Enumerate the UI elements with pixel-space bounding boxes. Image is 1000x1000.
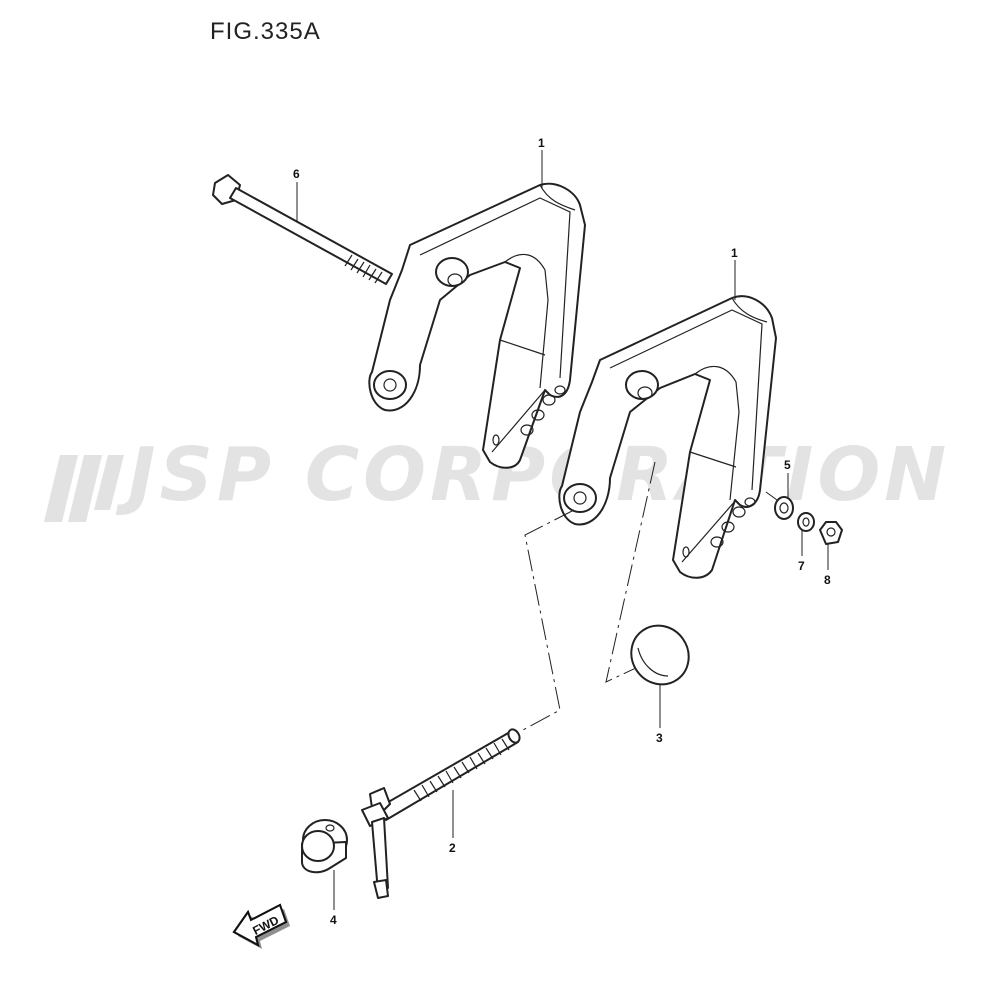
part-6-long-bolt[interactable]	[212, 174, 393, 285]
callout-8: 8	[824, 573, 831, 587]
callout-3: 3	[656, 731, 663, 745]
callout-1-upper: 1	[538, 136, 545, 150]
watermark: JSP CORPORATION	[44, 432, 950, 522]
part-1-clamp-bracket-upper[interactable]	[368, 182, 586, 469]
fwd-direction-arrow: FWD	[232, 903, 290, 949]
assembly-lines	[522, 461, 778, 731]
callout-1-lower: 1	[731, 246, 738, 260]
part-2-clamp-screw[interactable]	[361, 727, 522, 899]
part-4-bushing[interactable]	[301, 819, 348, 874]
callout-7: 7	[798, 559, 805, 573]
part-3-clamp-pad[interactable]	[620, 614, 700, 695]
callout-2: 2	[449, 841, 456, 855]
part-8-nut[interactable]	[819, 521, 843, 545]
leader-lines	[296, 150, 829, 910]
callout-4: 4	[330, 913, 337, 927]
callout-6: 6	[293, 167, 300, 181]
part-1-clamp-bracket-lower[interactable]	[558, 295, 777, 579]
part-7-washer[interactable]	[797, 512, 815, 532]
callouts: 1 1 2 3 4 5 6 7 8	[293, 136, 831, 927]
watermark-logo-icon	[44, 455, 124, 522]
watermark-text: JSP CORPORATION	[115, 432, 950, 518]
part-5-washer[interactable]	[774, 496, 794, 520]
callout-5: 5	[784, 458, 791, 472]
figure-title: FIG.335A	[210, 18, 321, 45]
